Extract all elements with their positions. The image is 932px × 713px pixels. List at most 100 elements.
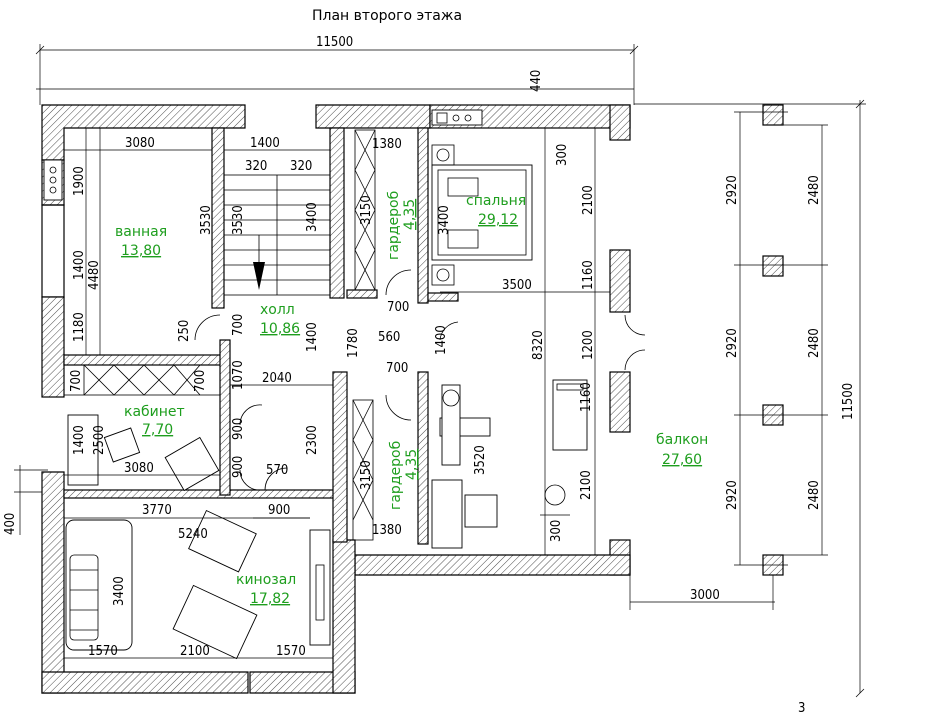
dim-g300: 300 xyxy=(549,520,564,542)
dim-400: 400 xyxy=(3,513,18,535)
dim-st320b: 320 xyxy=(290,159,312,174)
dim-c2100: 2100 xyxy=(180,644,210,659)
dim-bed300: 300 xyxy=(555,144,570,166)
gym-equipment xyxy=(431,379,588,549)
dim-st320a: 320 xyxy=(245,159,267,174)
dim-c1570b: 1570 xyxy=(276,644,306,659)
room-name-balcony: балкон xyxy=(656,432,708,448)
room-area-balcony: 27,60 xyxy=(662,452,702,468)
room-name-study: кабинет xyxy=(124,404,185,420)
dim-ward-top: 1380 xyxy=(372,137,402,152)
dim-d1780: 1780 xyxy=(346,328,361,358)
dim-bal2480a: 2480 xyxy=(807,175,822,205)
dim-bal3000: 3000 xyxy=(690,588,720,603)
room-area-study: 7,70 xyxy=(142,422,173,438)
dim-b1180: 1180 xyxy=(72,312,87,342)
interior-dimension-lines xyxy=(64,128,610,659)
dim-b1400: 1400 xyxy=(72,250,87,280)
exterior-walls xyxy=(41,104,631,694)
stairs xyxy=(223,174,331,296)
dim-g2100: 2100 xyxy=(579,470,594,500)
room-name-bedroom: спальня xyxy=(466,193,526,209)
dim-d700b: 700 xyxy=(231,314,246,336)
dim-c1570a: 1570 xyxy=(88,644,118,659)
dim-b1900: 1900 xyxy=(72,166,87,196)
dim-d700d: 700 xyxy=(69,370,84,392)
dim-w3150b: 3150 xyxy=(359,460,374,490)
left-offset-dimension: 400 xyxy=(3,465,48,535)
dim-top-total: 11500 xyxy=(316,35,353,50)
room-name-bath: ванная xyxy=(115,224,167,240)
bath-fixture xyxy=(43,159,63,201)
dim-st1400: 1400 xyxy=(72,425,87,455)
dim-bed1160: 1160 xyxy=(581,260,596,290)
page-mark: 3 xyxy=(798,701,805,713)
dim-right-total: 11500 xyxy=(841,383,856,420)
dim-c5240: 5240 xyxy=(178,527,208,542)
dimension-numbers: 3080 1400 320 320 1380 1900 4480 3530 35… xyxy=(69,136,822,713)
dim-bal2920c: 2920 xyxy=(725,480,740,510)
balcony-dimension-lines xyxy=(629,111,828,610)
dim-w1380b: 1380 xyxy=(372,523,402,538)
dim-bed3400: 3400 xyxy=(437,205,452,235)
dim-bath-w: 3080 xyxy=(125,136,155,151)
dim-d900c: 900 xyxy=(268,503,290,518)
dim-g1160: 1160 xyxy=(579,382,594,412)
room-area-ward2: 4,35 xyxy=(404,449,420,480)
dim-d1400h: 1400 xyxy=(305,322,320,352)
cinema-furniture xyxy=(65,509,331,660)
dim-bal2480c: 2480 xyxy=(807,480,822,510)
dim-d1070: 1070 xyxy=(231,360,246,390)
room-labels: ванная 13,80 холл 10,86 гардероб 4,35 сп… xyxy=(115,191,708,607)
balcony-columns xyxy=(762,104,784,576)
study-shelving xyxy=(63,364,221,396)
dim-d700e: 700 xyxy=(193,370,208,392)
study-furniture xyxy=(67,414,220,492)
dim-s3400: 3400 xyxy=(305,202,320,232)
dim-bal2480b: 2480 xyxy=(807,328,822,358)
plan-title: План второго этажа xyxy=(312,8,462,24)
dim-bed1200: 1200 xyxy=(581,330,596,360)
stair-arrow-icon xyxy=(253,262,265,290)
room-name-ward2: гардероб xyxy=(388,441,404,510)
dim-bed2100: 2100 xyxy=(581,185,596,215)
dim-stair-w: 1400 xyxy=(250,136,280,151)
room-area-bedroom: 29,12 xyxy=(478,212,518,228)
dim-d250: 250 xyxy=(177,320,192,342)
dim-st2500: 2500 xyxy=(92,425,107,455)
dim-bed8320: 8320 xyxy=(531,330,546,360)
dim-d700a: 700 xyxy=(387,300,409,315)
dim-d2040: 2040 xyxy=(262,371,292,386)
dim-d2300: 2300 xyxy=(305,425,320,455)
room-area-bath: 13,80 xyxy=(121,243,161,259)
dim-c3770: 3770 xyxy=(142,503,172,518)
dim-st3080: 3080 xyxy=(124,461,154,476)
dim-440: 440 xyxy=(529,70,544,92)
top-wall-fixtures xyxy=(431,109,483,126)
room-name-hall: холл xyxy=(260,302,295,318)
dim-d570: 570 xyxy=(266,463,288,478)
dim-bal2920a: 2920 xyxy=(725,175,740,205)
dim-bal2920b: 2920 xyxy=(725,328,740,358)
bed xyxy=(431,144,533,286)
dim-g3520: 3520 xyxy=(473,445,488,475)
dim-s3530: 3530 xyxy=(231,205,246,235)
right-dimension: 11500 xyxy=(634,99,866,698)
dim-bed3500: 3500 xyxy=(502,278,532,293)
doors xyxy=(194,269,646,491)
dim-d900b: 900 xyxy=(231,456,246,478)
dim-d700c: 700 xyxy=(386,361,408,376)
dim-c3400: 3400 xyxy=(112,576,127,606)
dim-d900a: 900 xyxy=(231,418,246,440)
wardrobe-bottom-shelving xyxy=(352,399,374,541)
dim-d560: 560 xyxy=(378,330,400,345)
room-name-cinema: кинозал xyxy=(236,572,296,588)
dim-w3150a: 3150 xyxy=(359,195,374,225)
room-area-cinema: 17,82 xyxy=(250,591,290,607)
room-area-ward1: 4,35 xyxy=(402,199,418,230)
interior-walls xyxy=(63,127,459,545)
dim-b4480: 4480 xyxy=(87,260,102,290)
top-dimension: 11500 440 xyxy=(35,35,639,105)
room-name-ward1: гардероб xyxy=(386,191,402,260)
